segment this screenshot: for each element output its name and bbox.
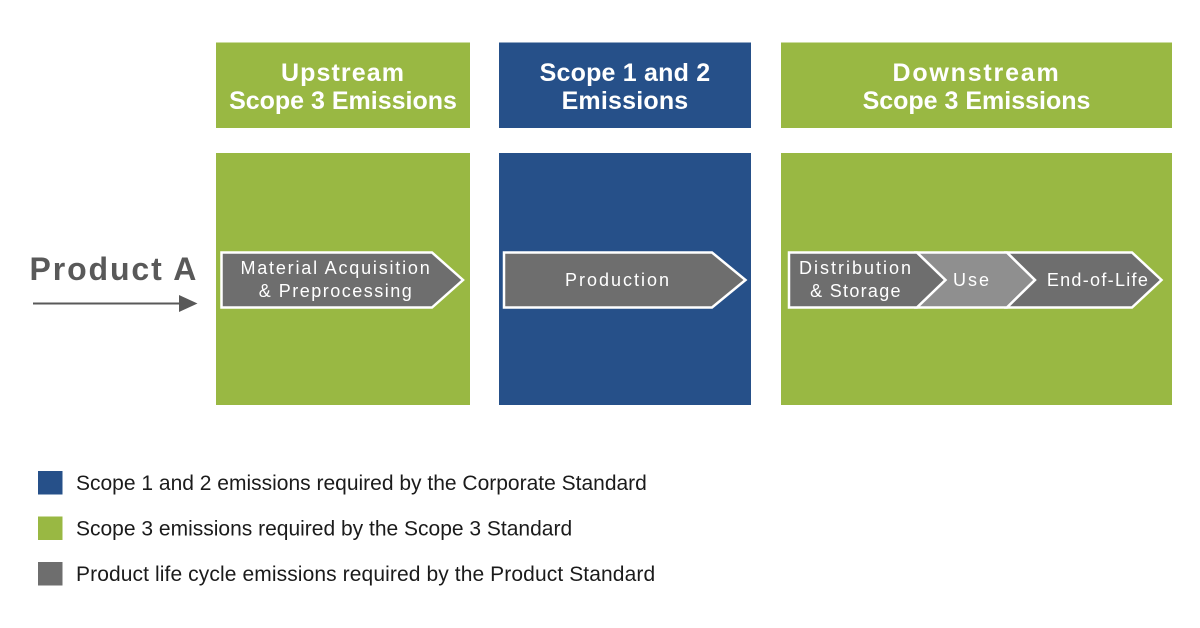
svg-text:Scope 1 and 2: Scope 1 and 2 xyxy=(540,59,711,87)
svg-text:Product A: Product A xyxy=(30,251,199,287)
svg-text:Distribution: Distribution xyxy=(799,258,913,278)
svg-text:Scope 1 and 2 emissions requir: Scope 1 and 2 emissions required by the … xyxy=(76,472,647,495)
svg-text:Scope 3 emissions required by: Scope 3 emissions required by the Scope … xyxy=(76,518,572,541)
svg-text:Product life cycle emissions r: Product life cycle emissions required by… xyxy=(76,563,655,586)
svg-text:Production: Production xyxy=(565,270,671,290)
svg-text:End-of-Life: End-of-Life xyxy=(1047,270,1149,290)
svg-text:& Preprocessing: & Preprocessing xyxy=(259,281,414,301)
svg-text:Downstream: Downstream xyxy=(892,59,1060,87)
svg-text:Scope 3 Emissions: Scope 3 Emissions xyxy=(863,87,1091,115)
svg-text:Use: Use xyxy=(953,270,991,290)
svg-text:Material Acquisition: Material Acquisition xyxy=(240,258,431,278)
svg-text:& Storage: & Storage xyxy=(810,281,902,301)
svg-text:Upstream: Upstream xyxy=(281,59,405,87)
svg-text:Emissions: Emissions xyxy=(562,87,689,115)
svg-text:Scope 3 Emissions: Scope 3 Emissions xyxy=(229,87,457,115)
